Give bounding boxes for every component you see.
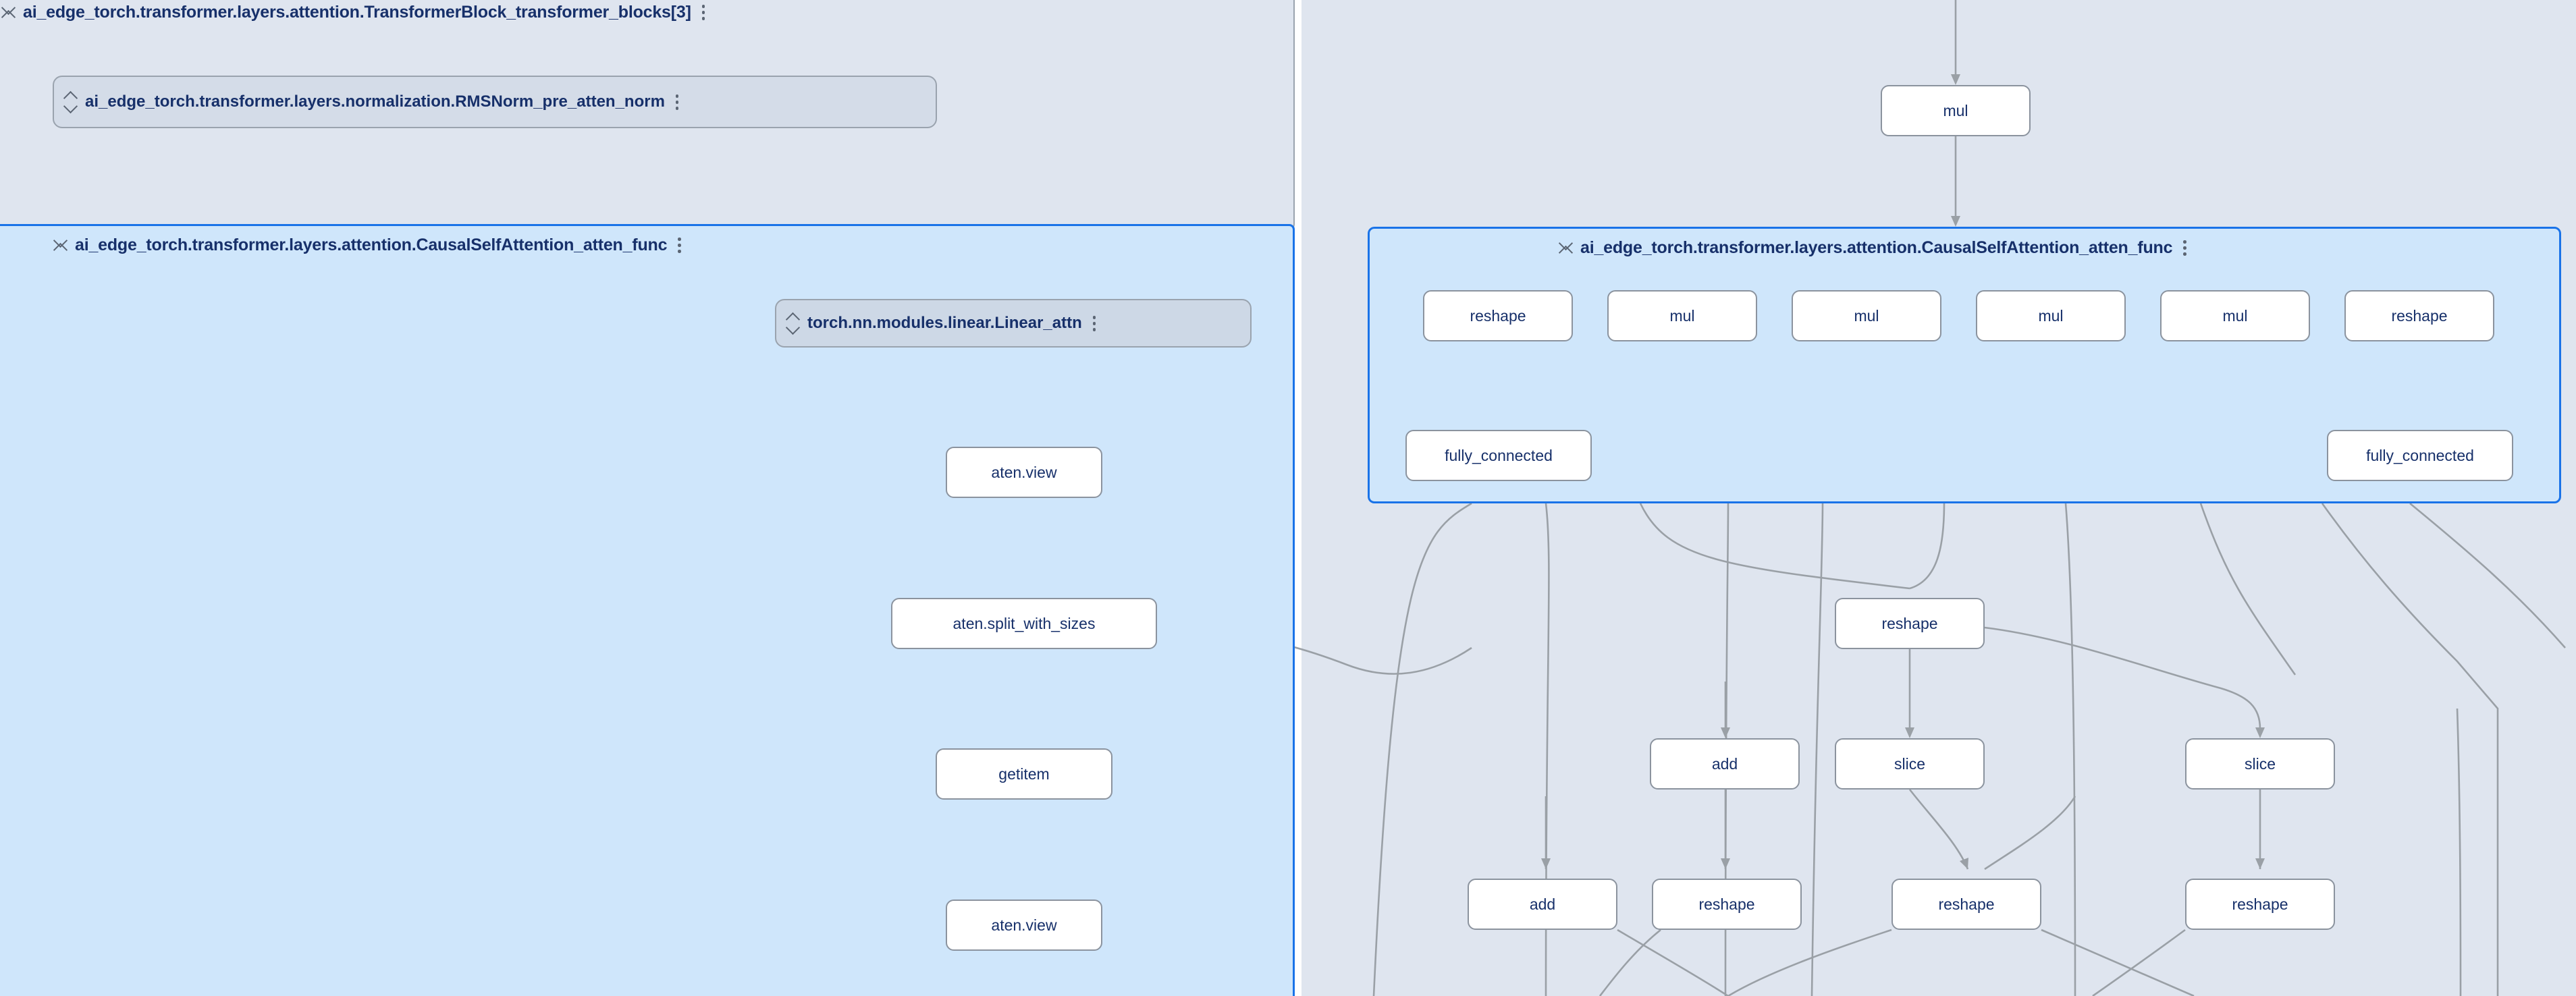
pane-divider bbox=[1295, 0, 1302, 996]
op-node-r-slice-2[interactable]: slice bbox=[2185, 738, 2335, 790]
op-node-r-mul-top[interactable]: mul bbox=[1881, 85, 2031, 136]
group-rmsnorm-header[interactable]: ai_edge_torch.transformer.layers.normali… bbox=[54, 77, 691, 127]
op-node-r-slice-1[interactable]: slice bbox=[1835, 738, 1985, 790]
op-node-r-fc-1[interactable]: fully_connected bbox=[1405, 430, 1592, 481]
op-node-l-view-1[interactable]: aten.view bbox=[946, 447, 1102, 498]
more-vert-icon[interactable] bbox=[1092, 314, 1098, 333]
op-node-r-reshape-d[interactable]: reshape bbox=[1652, 879, 1802, 930]
more-vert-icon[interactable] bbox=[675, 92, 681, 111]
expand-icon[interactable] bbox=[786, 313, 801, 333]
op-node-r-fc-2[interactable]: fully_connected bbox=[2327, 430, 2513, 481]
op-node-r-mul-4[interactable]: mul bbox=[2160, 290, 2310, 341]
expand-icon[interactable] bbox=[63, 92, 78, 112]
op-node-r-mul-1[interactable]: mul bbox=[1607, 290, 1757, 341]
group-rmsnorm-title: ai_edge_torch.transformer.layers.normali… bbox=[85, 92, 665, 111]
op-node-r-reshape-b[interactable]: reshape bbox=[2344, 290, 2494, 341]
op-node-r-mul-2[interactable]: mul bbox=[1792, 290, 1941, 341]
op-node-r-add-1[interactable]: add bbox=[1650, 738, 1800, 790]
more-vert-icon[interactable] bbox=[2183, 238, 2189, 257]
op-node-l-getitem[interactable]: getitem bbox=[936, 748, 1112, 800]
group-causal-self-attention-left-header[interactable]: ai_edge_torch.transformer.layers.attenti… bbox=[0, 226, 693, 264]
collapse-icon[interactable] bbox=[1, 2, 16, 22]
group-causal-self-attention-left-title: ai_edge_torch.transformer.layers.attenti… bbox=[75, 235, 668, 254]
op-node-l-view-2[interactable]: aten.view bbox=[946, 900, 1102, 951]
op-node-r-reshape-e[interactable]: reshape bbox=[1891, 879, 2041, 930]
group-transformer-block-header[interactable]: ai_edge_torch.transformer.layers.attenti… bbox=[0, 0, 717, 31]
group-transformer-block-title: ai_edge_torch.transformer.layers.attenti… bbox=[23, 2, 691, 22]
op-node-r-reshape-a[interactable]: reshape bbox=[1423, 290, 1573, 341]
op-node-r-reshape-f[interactable]: reshape bbox=[2185, 879, 2335, 930]
op-node-r-add-2[interactable]: add bbox=[1468, 879, 1617, 930]
more-vert-icon[interactable] bbox=[701, 3, 707, 22]
group-linear-attn[interactable]: torch.nn.modules.linear.Linear_attn bbox=[775, 299, 1252, 348]
op-node-r-reshape-c[interactable]: reshape bbox=[1835, 598, 1985, 649]
more-vert-icon[interactable] bbox=[678, 236, 683, 254]
collapse-icon[interactable] bbox=[1559, 238, 1574, 258]
group-rmsnorm[interactable]: ai_edge_torch.transformer.layers.normali… bbox=[53, 76, 937, 128]
op-node-l-split[interactable]: aten.split_with_sizes bbox=[891, 598, 1157, 649]
collapse-icon[interactable] bbox=[53, 235, 68, 255]
group-causal-self-attention-right-title: ai_edge_torch.transformer.layers.attenti… bbox=[1580, 238, 2173, 257]
op-node-r-mul-3[interactable]: mul bbox=[1976, 290, 2126, 341]
group-causal-self-attention-right-header[interactable]: ai_edge_torch.transformer.layers.attenti… bbox=[1370, 229, 2198, 267]
group-linear-attn-title: torch.nn.modules.linear.Linear_attn bbox=[807, 314, 1082, 332]
group-linear-attn-header[interactable]: torch.nn.modules.linear.Linear_attn bbox=[776, 300, 1108, 346]
